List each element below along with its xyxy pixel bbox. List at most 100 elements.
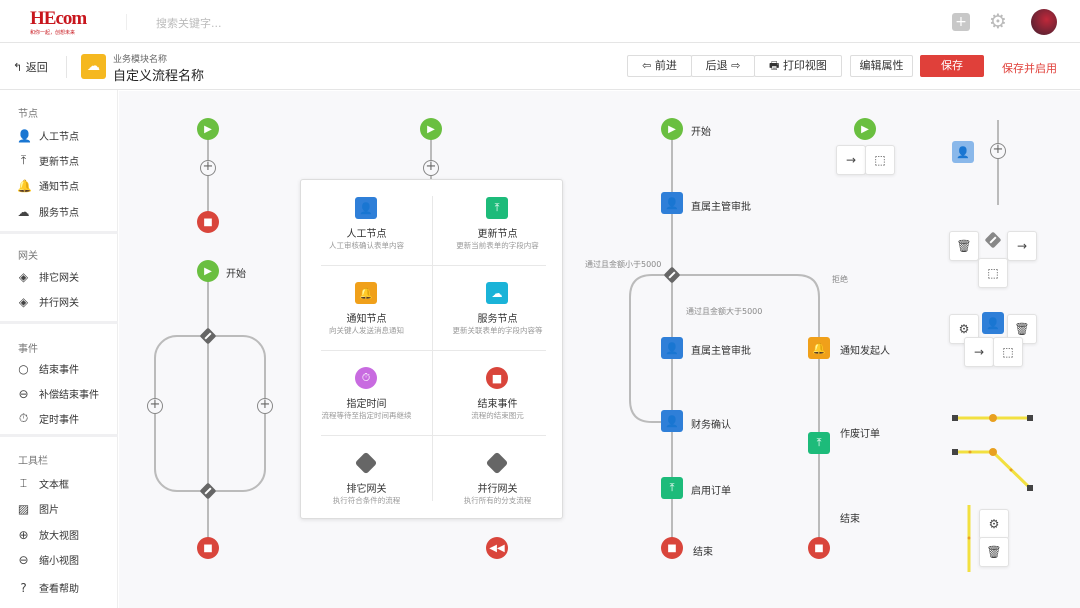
divider [126,14,127,30]
sidebar-item-update-node[interactable]: ⤒更新节点 [17,153,79,168]
end-label: 结束 [840,514,860,525]
start-event[interactable]: ▶ [420,118,442,140]
sidebar-item-compensation-end-event[interactable]: ⊖补偿结束事件 [18,386,99,402]
sidebar-item-textbox[interactable]: ⌶文本框 [17,476,69,491]
sidebar-item-exclusive-gateway[interactable]: ◈排它网关 [18,269,79,285]
add-node-button[interactable]: + [200,160,216,176]
panel-item-service-node[interactable]: ☁服务节点更新关联表单的字段内容等 [432,265,563,350]
add-node-button[interactable]: + [990,143,1006,159]
notify-node-icon: 🔔 [355,282,377,304]
divider [321,435,546,436]
divider [432,196,433,501]
panel-item-notify-node[interactable]: 🔔通知节点向关键人发送消息通知 [301,265,432,350]
panel-item-exclusive-gateway[interactable]: 排它网关执行符合条件的流程 [301,435,432,520]
panel-item-title: 更新节点 [477,229,518,240]
add-node-button[interactable]: + [423,160,439,176]
search-input[interactable]: 搜索关键字... [156,17,222,30]
panel-item-desc: 流程的结束图元 [471,411,524,420]
condition-label: 通过且金额大于5000 [686,307,763,316]
section-title-toolbar: 工具栏 [18,456,48,467]
manual-node[interactable]: 👤 [952,141,974,163]
panel-item-update-node[interactable]: ⤒更新节点更新当前表单的字段内容 [432,180,563,265]
save-button[interactable]: 保存 [920,55,984,77]
add-node-button[interactable]: + [147,398,163,414]
sidebar-item-zoom-out[interactable]: ⊖缩小视图 [18,552,79,568]
manual-node[interactable]: 👤 [661,192,683,214]
start-event[interactable]: ▶ [661,118,683,140]
node-label: 财务确认 [691,420,731,431]
gear-icon[interactable]: ⚙ [979,509,1009,539]
panel-item-desc: 人工审核确认表单内容 [329,241,404,250]
update-node[interactable]: ⤒ [661,477,683,499]
gear-icon[interactable]: ⚙ [989,9,1007,33]
end-event[interactable]: ■ [808,537,830,559]
textbox-icon: ⌶ [19,476,28,490]
sidebar-item-help[interactable]: ?查看帮助 [17,580,79,596]
sidebar-item-service-node[interactable]: ☁服务节点 [17,204,80,220]
add-element-icon[interactable]: ⬚ [978,258,1008,288]
divider [0,231,118,234]
top-bar: HEcom 和你一起，创想未来 搜索关键字... + ⚙ [0,0,1080,43]
connect-arrow-icon[interactable]: → [1007,231,1037,261]
save-and-enable-button[interactable]: 保存并启用 [1002,62,1057,75]
section-title-events: 事件 [18,344,38,355]
trash-icon[interactable]: 🗑 [949,231,979,261]
sidebar-item-parallel-gateway[interactable]: ◈并行网关 [18,294,79,310]
start-event[interactable]: ▶ [197,260,219,282]
sidebar-item-image[interactable]: ▨图片 [17,501,59,517]
section-title-gateways: 网关 [18,251,38,262]
start-event[interactable]: ▶ [197,118,219,140]
panel-item-title: 服务节点 [477,314,518,325]
add-element-icon[interactable]: ⬚ [865,145,895,175]
divider [0,434,118,437]
end-event[interactable]: ■ [197,537,219,559]
cloud-icon: ☁ [17,204,30,219]
update-node[interactable]: ⤒ [808,432,830,454]
trash-icon[interactable]: 🗑 [979,537,1009,567]
service-node-icon: ☁ [486,282,508,304]
back-button[interactable]: ↰ 返回 [13,59,48,75]
sidebar-item-manual-node[interactable]: 👤人工节点 [17,128,79,144]
manual-node[interactable]: 👤 [661,410,683,432]
panel-item-title: 指定时间 [346,399,387,410]
forward-button[interactable]: ⇦ 前进 [627,55,692,77]
notify-node[interactable]: 🔔 [808,337,830,359]
avatar[interactable] [1031,9,1057,35]
sidebar: 节点 👤人工节点 ⤒更新节点 🔔通知节点 ☁服务节点 网关 ◈排它网关 ◈并行网… [0,90,118,608]
module-icon: ☁ [81,54,106,79]
timer-icon: ⏱ [18,411,29,425]
sidebar-item-notify-node[interactable]: 🔔通知节点 [17,178,79,194]
sidebar-item-end-event[interactable]: ○结束事件 [18,361,79,377]
flow-canvas[interactable] [119,91,1080,608]
sidebar-item-zoom-in[interactable]: ⊕放大视图 [18,527,79,543]
node-label: 启用订单 [691,486,731,497]
diamond-x-icon: ◈ [18,269,29,284]
print-view-button[interactable]: 🖶 打印视图 [754,55,842,77]
panel-item-manual-node[interactable]: 👤人工节点人工审核确认表单内容 [301,180,432,265]
plus-square-icon[interactable]: + [952,13,970,31]
compensation-end-event[interactable]: ◀◀ [486,537,508,559]
add-element-icon[interactable]: ⬚ [993,337,1023,367]
start-event[interactable]: ▶ [854,118,876,140]
end-event[interactable]: ■ [197,211,219,233]
connect-arrow-icon[interactable]: → [964,337,994,367]
panel-item-timer-event[interactable]: ⏱指定时间流程等待至指定时间再继续 [301,350,432,435]
sidebar-item-timer-event[interactable]: ⏱定时事件 [18,411,79,426]
end-event[interactable]: ■ [661,537,683,559]
connect-arrow-icon[interactable]: → [836,145,866,175]
add-node-button[interactable]: + [257,398,273,414]
header: ↰ 返回 ☁ 业务模块名称 自定义流程名称 ⇦ 前进 后退 ⇨ 🖶 打印视图 编… [0,43,1080,90]
manual-node[interactable]: 👤 [982,312,1004,334]
panel-item-parallel-gateway[interactable]: 并行网关执行所有的分支流程 [432,435,563,520]
circle-icon: ○ [18,361,29,376]
panel-item-title: 通知节点 [346,314,387,325]
manual-node[interactable]: 👤 [661,337,683,359]
divider [321,350,546,351]
end-event-icon: ■ [486,367,508,389]
edit-properties-button[interactable]: 编辑属性 [850,55,913,77]
rewind-circle-icon: ⊖ [18,386,29,401]
image-icon: ▨ [17,501,30,516]
manual-node-icon: 👤 [355,197,377,219]
node-picker-panel: 👤人工节点人工审核确认表单内容⤒更新节点更新当前表单的字段内容🔔通知节点向关键人… [300,179,563,519]
panel-item-end-event[interactable]: ■结束事件流程的结束图元 [432,350,563,435]
